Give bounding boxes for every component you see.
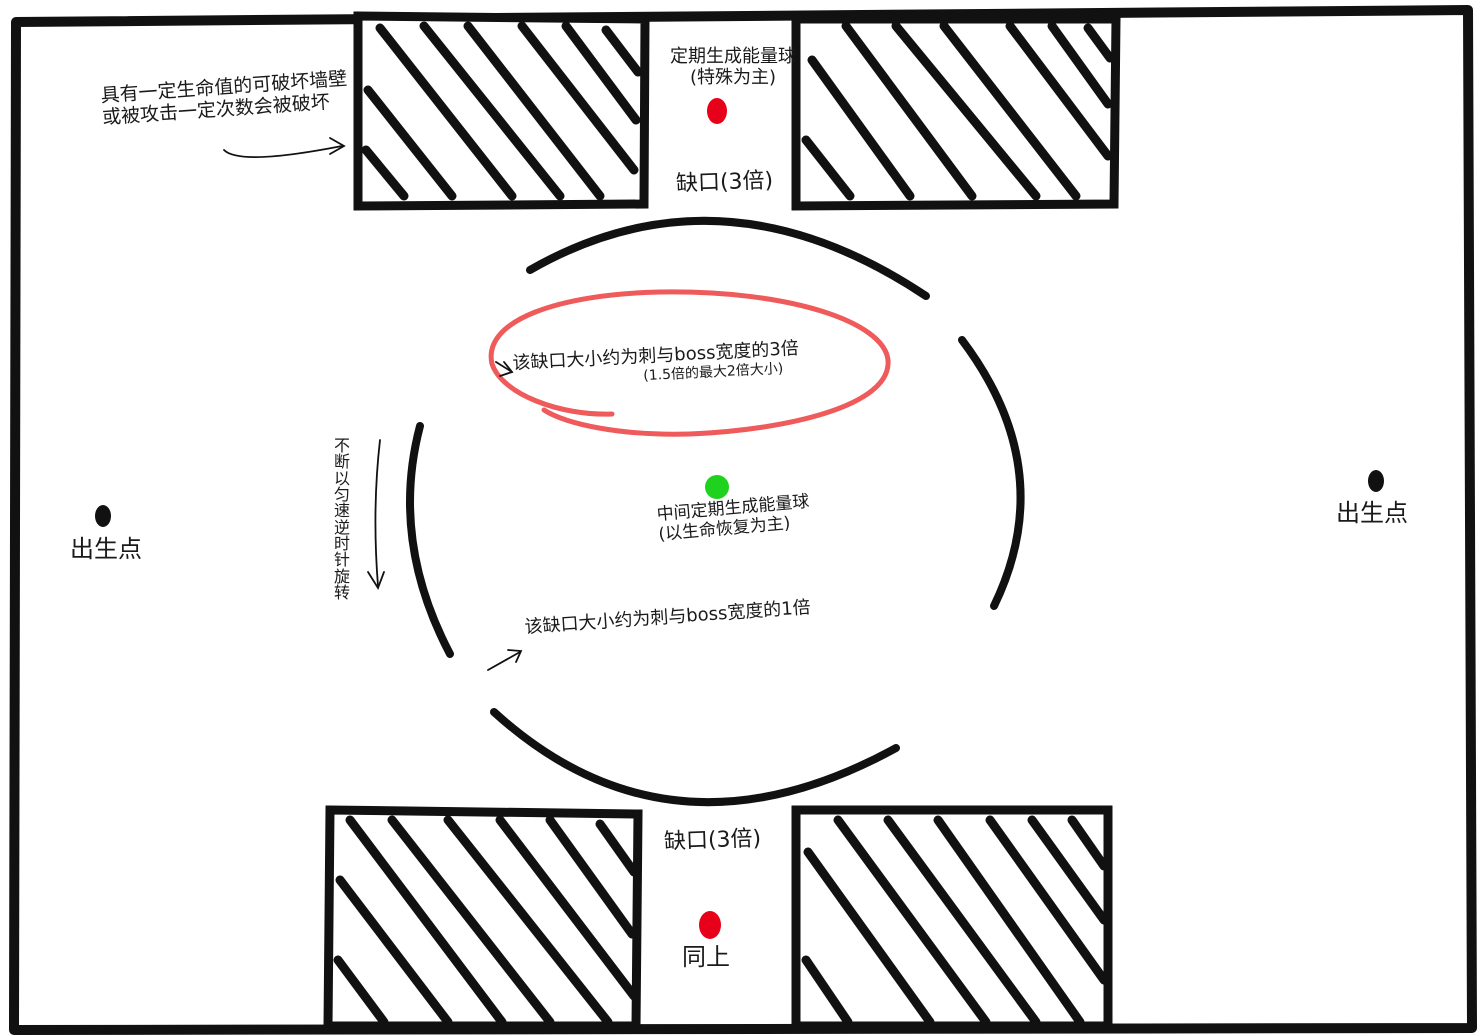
spawn-right-label: 出生点 bbox=[1336, 499, 1408, 527]
ring-segment-bottom bbox=[490, 708, 900, 807]
highlight-loop bbox=[488, 289, 891, 437]
pointer-arrow-gap-1x bbox=[487, 649, 523, 671]
breakable-wall-top-right bbox=[791, 14, 1121, 211]
same-as-above-label: 同上 bbox=[682, 943, 730, 971]
ring-segment-left bbox=[406, 422, 454, 658]
rotation-note: 不断以匀速逆时针旋转 bbox=[333, 436, 350, 602]
arena-border bbox=[9, 5, 1477, 1035]
gap-top-label: 缺口(3倍) bbox=[675, 168, 774, 197]
breakable-wall-top-left bbox=[353, 11, 650, 211]
top-orb-line2: (特殊为主) bbox=[689, 66, 777, 88]
pointer-arrow-wall bbox=[223, 137, 346, 158]
spawn-point-right bbox=[1368, 470, 1384, 492]
ring-segment-right bbox=[958, 336, 1025, 610]
breakable-wall-bottom-right bbox=[791, 805, 1113, 1031]
pointer-arrow-gap-3x bbox=[495, 361, 514, 377]
energy-orb-center bbox=[705, 475, 729, 499]
rotation-arrow bbox=[367, 439, 385, 591]
spawn-left-label: 出生点 bbox=[70, 535, 142, 563]
top-orb-note: 定期生成能量球 (特殊为主) bbox=[668, 46, 798, 88]
energy-orb-top bbox=[707, 98, 727, 124]
spawn-point-left bbox=[95, 505, 111, 527]
rotating-ring bbox=[406, 216, 1025, 807]
top-orb-line1: 定期生成能量球 bbox=[670, 46, 796, 67]
energy-orb-bottom bbox=[699, 911, 721, 939]
gap-bottom-label: 缺口(3倍) bbox=[663, 826, 762, 855]
breakable-wall-bottom-left bbox=[323, 805, 643, 1031]
ring-segment-top bbox=[526, 216, 930, 300]
